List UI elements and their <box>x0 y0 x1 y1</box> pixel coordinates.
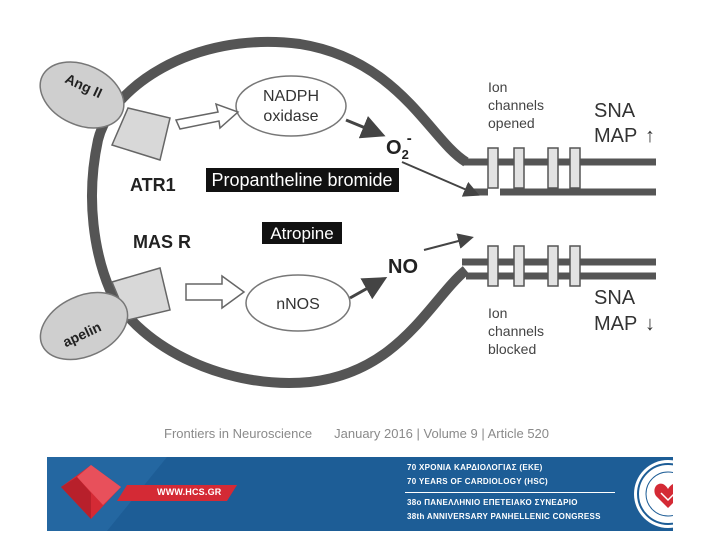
nnos-label: nNOS <box>276 296 320 313</box>
nadph-oxidase <box>235 75 347 137</box>
ion-open-line3: opened <box>488 115 535 131</box>
nadph-line2: oxidase <box>263 108 318 125</box>
up-arrow-icon: ↑ <box>645 125 655 147</box>
no-label: NO <box>388 256 418 278</box>
o2-label: O2- <box>386 130 412 162</box>
nnos <box>245 274 351 332</box>
masr-label: MAS R <box>133 232 191 252</box>
journal-name: Frontiers in Neuroscience <box>164 426 313 441</box>
ion-channels-opened <box>487 147 581 189</box>
society-seal-icon <box>634 460 673 528</box>
ion-channels-blocked <box>487 245 581 287</box>
block-arrow-bottom <box>185 274 246 310</box>
arrow-nadph-o2 <box>345 116 386 139</box>
banner-graphics <box>47 457 237 531</box>
ion-open-text: Ion channels opened <box>488 79 544 131</box>
neuron-membrane <box>87 36 470 388</box>
arrow-nnos-no <box>349 277 388 300</box>
propantheline-box <box>206 168 399 192</box>
arrow-no-channels <box>423 233 474 251</box>
propantheline-label: Propantheline bromide <box>211 170 392 190</box>
ion-blocked-line1: Ion <box>488 305 507 321</box>
arrow-o2-channels <box>401 161 480 197</box>
ion-open-line1: Ion <box>488 79 507 95</box>
map-top: MAP <box>594 125 637 147</box>
ion-blocked-line2: channels <box>488 323 544 339</box>
citation: Frontiers in Neuroscience January 2016 | … <box>164 426 571 441</box>
atr1-receptor <box>110 107 171 161</box>
congress-banner: WWW.HCS.GR 70 ΧΡΟΝΙΑ ΚΑΡΔΙΟΛΟΓΙΑΣ (ΕΚΕ) … <box>47 457 673 531</box>
banner-line2: 70 YEARS OF CARDIOLOGY (HSC) <box>407 477 549 486</box>
ion-open-line2: channels <box>488 97 544 113</box>
banner-red-stripe <box>117 485 237 501</box>
nadph-line1: NADPH <box>263 88 319 105</box>
banner-divider <box>405 492 615 493</box>
sna-bottom: SNA <box>594 287 636 309</box>
banner-url[interactable]: WWW.HCS.GR <box>157 487 222 497</box>
hcs-heart-logo <box>61 465 121 519</box>
banner-line4: 38th ANNIVERSARY PANHELLENIC CONGRESS <box>407 512 601 521</box>
sna-map-bottom: SNA MAP ↓ <box>594 287 655 335</box>
sna-top: SNA <box>594 100 636 122</box>
atropine-box <box>262 222 342 244</box>
down-arrow-icon: ↓ <box>645 313 655 335</box>
map-bottom: MAP <box>594 313 637 335</box>
block-arrow-top <box>174 102 240 130</box>
neuron-signaling-diagram: Ang II apelin NADPH oxidase nNOS O2- NO … <box>39 36 656 388</box>
atropine-label: Atropine <box>270 224 333 243</box>
atr1-label: ATR1 <box>130 175 176 195</box>
issue-info: January 2016 | Volume 9 | Article 520 <box>334 426 550 441</box>
ion-blocked-line3: blocked <box>488 341 536 357</box>
banner-line3: 38ο ΠΑΝΕΛΛΗΝΙΟ ΕΠΕΤΕΙΑΚΟ ΣΥΝΕΔΡΙΟ <box>407 498 578 507</box>
banner-line1: 70 ΧΡΟΝΙΑ ΚΑΡΔΙΟΛΟΓΙΑΣ (ΕΚΕ) <box>407 463 543 472</box>
sna-map-top: SNA MAP ↑ <box>594 100 655 147</box>
ang2-ligand <box>39 61 125 129</box>
ion-blocked-text: Ion channels blocked <box>488 305 544 357</box>
apelin-ligand <box>39 291 129 361</box>
